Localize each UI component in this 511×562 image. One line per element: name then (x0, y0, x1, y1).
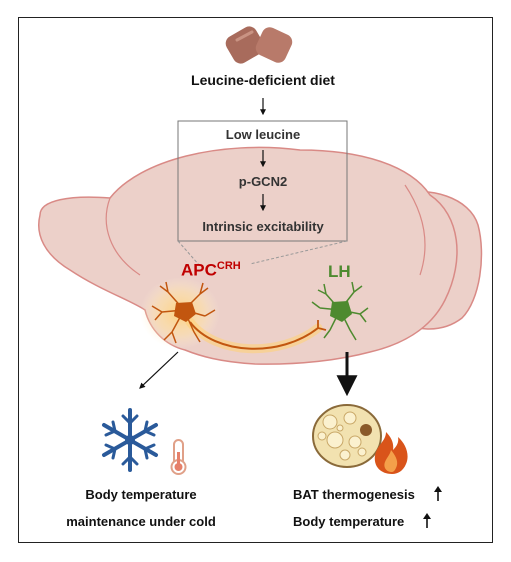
mechanism-box (177, 120, 348, 242)
right-outcome-line-1: BAT thermogenesis (293, 487, 415, 502)
fat-cell-icon (312, 404, 382, 468)
box-step-low-leucine: Low leucine (225, 127, 301, 142)
brain-fold-2 (404, 184, 426, 276)
box-step-pgcn2: p-GCN2 (238, 174, 288, 189)
apc-label-main: APC (181, 260, 217, 280)
up-arrow-icon (423, 513, 431, 528)
arrow-to-cold (139, 351, 179, 389)
brain-fold (105, 197, 141, 276)
apc-neuron (151, 281, 216, 344)
snowflake-icon (102, 408, 158, 472)
right-outcome-line-2: Body temperature (293, 514, 405, 529)
projection-axon (189, 321, 319, 350)
diet-label: Leucine-deficient diet (191, 72, 335, 88)
zoom-line-right (249, 240, 348, 265)
figure-frame (18, 17, 493, 543)
thermometer-icon (170, 439, 187, 475)
food-pellets-icon (225, 26, 293, 64)
axon-terminal (317, 320, 327, 331)
apc-label-superscript: CRH (216, 260, 241, 272)
apc-label: APCCRH (181, 260, 241, 281)
up-arrow-icon (434, 486, 442, 501)
left-outcome-line-1: Body temperature (85, 487, 197, 502)
box-step-excitability: Intrinsic excitability (202, 219, 324, 234)
fire-icon (374, 432, 408, 474)
lh-neuron (311, 281, 369, 341)
lh-label: LH (328, 262, 351, 281)
left-outcome-line-2: maintenance under cold (66, 514, 216, 529)
zoom-line-left (177, 240, 201, 267)
